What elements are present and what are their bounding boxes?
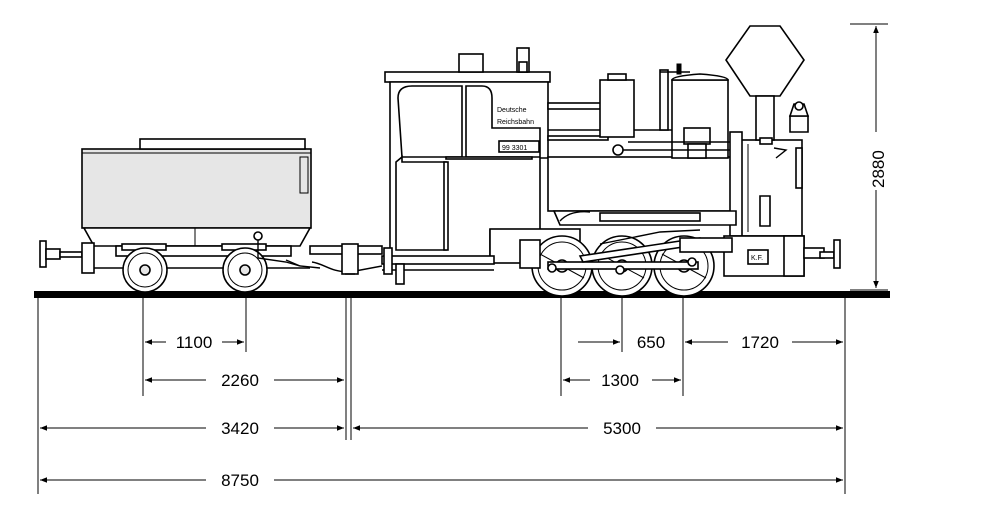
locomotive: Deutsche Reichsbahn 99 3301 bbox=[381, 25, 841, 297]
dim-tender-axle-to-coupling: 2260 bbox=[221, 371, 259, 390]
dim-row-4: 8750 bbox=[40, 471, 843, 490]
extension-lines bbox=[37, 298, 846, 494]
dim-height: 2880 bbox=[869, 150, 888, 188]
dim-overall-length: 8750 bbox=[221, 471, 259, 490]
dim-loco-axle-spacing: 650 bbox=[637, 333, 665, 352]
smokebox-plate: K.F. bbox=[751, 255, 763, 262]
tender-wheel-rear bbox=[222, 247, 268, 293]
number-plate bbox=[498, 140, 540, 153]
dim-coupling-to-rear: 5300 bbox=[603, 419, 641, 438]
dim-row-3: 3420 5300 bbox=[40, 419, 843, 438]
coupling bbox=[285, 243, 383, 275]
dim-front-to-coupling: 3420 bbox=[221, 419, 259, 438]
dim-loco-wheelbase: 1300 bbox=[601, 371, 639, 390]
dim-row-1: 1100 650 1720 bbox=[145, 333, 843, 352]
dim-rear-overhang: 1720 bbox=[741, 333, 779, 352]
number-plate-text: 99 3301 bbox=[502, 145, 527, 152]
cab-lettering-line2: Reichsbahn bbox=[497, 119, 534, 126]
dim-row-2: 2260 1300 bbox=[145, 371, 681, 390]
height-dimension: 2880 bbox=[850, 23, 888, 291]
tender-wheel-front bbox=[122, 247, 168, 293]
dim-tender-wheelbase: 1100 bbox=[176, 333, 213, 352]
rail bbox=[34, 291, 890, 298]
cab-lettering-line1: Deutsche bbox=[497, 107, 527, 114]
tender-wagon bbox=[39, 138, 312, 293]
